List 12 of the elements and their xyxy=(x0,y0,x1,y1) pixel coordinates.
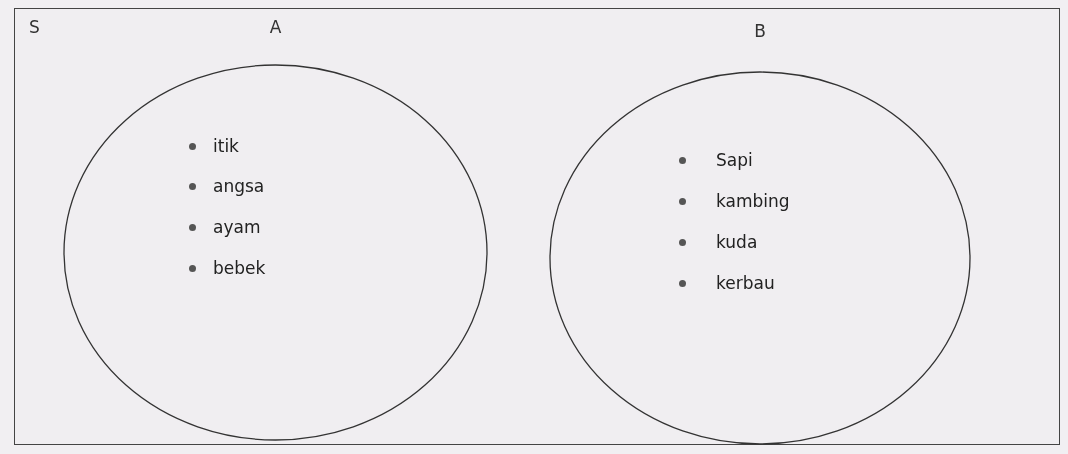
list-item: kuda xyxy=(716,232,758,252)
set-label: S xyxy=(29,17,40,37)
list-item: angsa xyxy=(213,176,265,196)
list-item: kerbau xyxy=(716,273,775,293)
list-item: itik xyxy=(213,136,239,156)
set-label: A xyxy=(268,17,283,37)
set-label: B xyxy=(753,21,767,41)
list-item: kambing xyxy=(716,191,790,211)
list-item: ayam xyxy=(213,217,261,237)
list-item: Sapi xyxy=(716,150,753,170)
list-item: bebek xyxy=(213,258,266,278)
universal-set-frame xyxy=(14,8,1060,445)
